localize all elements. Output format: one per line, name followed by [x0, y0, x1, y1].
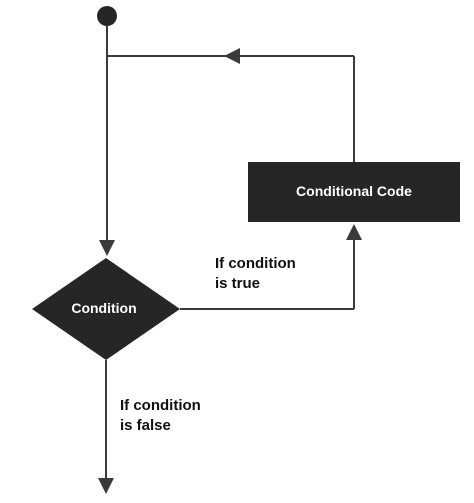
- exit-arrowhead: [98, 478, 114, 494]
- conditional-code-label: Conditional Code: [296, 183, 412, 199]
- loop-back-arrowhead: [224, 48, 240, 64]
- condition-diamond: [32, 258, 180, 360]
- conditional-code-box: [248, 162, 460, 222]
- true-branch-label-line2: is true: [215, 275, 260, 292]
- false-branch-label-line2: is false: [120, 417, 171, 434]
- false-branch-label-line1: If condition: [120, 397, 201, 414]
- condition-entry-arrowhead: [99, 240, 115, 256]
- condition-label: Condition: [71, 300, 136, 316]
- start-node: [97, 6, 117, 26]
- code-entry-arrowhead: [346, 224, 362, 240]
- true-branch-label-line1: If condition: [215, 255, 296, 272]
